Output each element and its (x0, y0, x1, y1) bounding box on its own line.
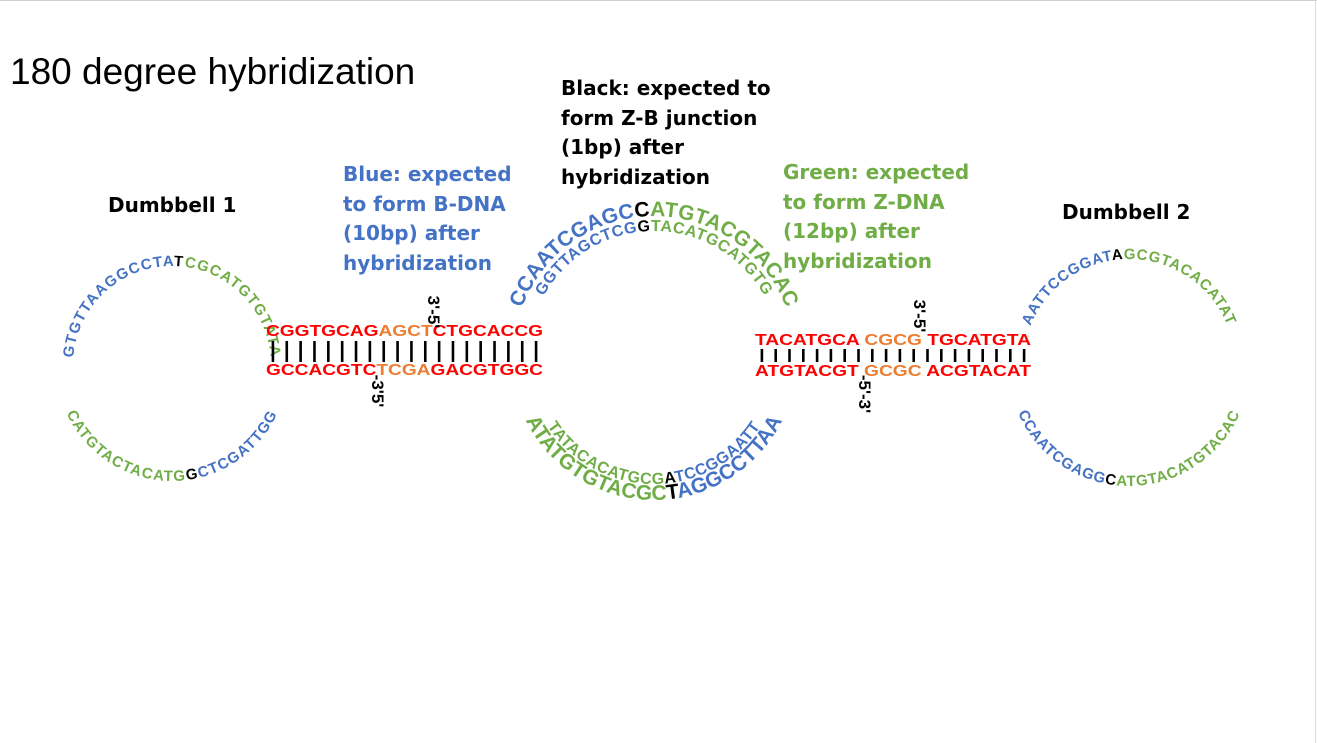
page-title: 180 degree hybridization (10, 51, 416, 92)
base-segment: ATGTACGT (755, 363, 859, 380)
dumbbell-1-label: Dumbbell 1 (108, 193, 237, 217)
blue-note-line: (10bp) after (343, 221, 480, 245)
loop-sequence-path: CATGTACTACATGGCTCGATTGG (63, 407, 282, 485)
base-segment: CGCATGTGTATA (183, 254, 283, 359)
base-segment: AGGCCTTAA (675, 411, 787, 503)
base-segment: GACGTGGC (430, 362, 543, 379)
base-segment: GCCACGTC (266, 362, 377, 379)
right-border (1315, 0, 1316, 743)
base-segment: A (1111, 246, 1124, 264)
nick-label-1-bottom: -3'5' (368, 375, 387, 408)
loop-sequence-loop3-bottom: CCAATCGAGGCATGTACATGTACAC (1014, 407, 1244, 490)
base-segment: A (663, 469, 677, 487)
green-note-line: hybridization (783, 248, 933, 273)
blue-note-line: to form B-DNA (343, 191, 506, 216)
nick-label-2-bottom: -5'-3' (855, 375, 874, 413)
green-note-line: Green: expected (783, 160, 970, 184)
base-segment: ATGTACATGTACAC (1116, 407, 1244, 490)
stem2-bottom-strand: ATGTACGT GCGC ACGTACAT (755, 363, 1031, 380)
green-note: Green: expected to form Z-DNA (12bp) aft… (783, 158, 969, 276)
stem2-top-strand: TACATGCA CGCG TGCATGTA (755, 332, 1032, 349)
base-segment: G (637, 218, 651, 236)
nick-label-2-top: 3'-5' (910, 300, 929, 333)
base-segment: C (633, 198, 650, 222)
base-segment: CATGTACTACATG (63, 407, 187, 485)
base-segment: CGCG (859, 332, 927, 349)
base-segment: CGGTGCAG (266, 323, 379, 340)
blue-note-line: Blue: expected (343, 162, 512, 186)
base-segment: GTGTTAAGGCCTA (60, 253, 174, 359)
base-segment: GCGTACACATAT (1124, 246, 1240, 328)
base-segment: CCAATCGAGG (1014, 407, 1108, 487)
nick-label-1-top: 3'-5' (424, 296, 443, 329)
black-note-line: form Z-B junction (561, 105, 758, 130)
green-note-line: (12bp) after (783, 219, 920, 243)
base-segment: GCGC (859, 363, 927, 380)
base-segment: G (184, 465, 200, 484)
loop-sequence-loop1-top: GTGTTAAGGCCTATCGCATGTGTATA (60, 253, 284, 359)
base-segment: AGCT (379, 323, 433, 340)
black-note-line: Black: expected to (561, 76, 771, 100)
blue-note: Blue: expected to form B-DNA (10bp) afte… (343, 160, 512, 278)
base-segment: CTGCACCG (433, 323, 543, 340)
top-border (0, 0, 1317, 1)
base-segment: C (1104, 471, 1118, 490)
base-segment: T (173, 253, 185, 271)
loop-sequence-path: CCAATCGAGGCATGTACATGTACAC (1014, 407, 1244, 490)
base-segment: TACATGCA (755, 332, 860, 349)
green-note-line: to form Z-DNA (783, 189, 945, 214)
black-note: Black: expected to form Z-B junction (1b… (561, 74, 771, 192)
base-segment: TGCATGTA (927, 332, 1031, 349)
base-segment: CTCGATTGG (196, 407, 282, 481)
loop-sequence-loop3-top: AATTCCGGATAGCGTACACATAT (1018, 246, 1239, 328)
base-segment: AATTCCGGAT (1018, 247, 1113, 327)
black-note-line: (1bp) after (561, 135, 684, 159)
loop-sequence-path: AATTCCGGATAGCGTACACATAT (1018, 246, 1240, 328)
black-note-line: hybridization (561, 164, 711, 189)
dumbbell-2-label: Dumbbell 2 (1062, 200, 1191, 224)
loop-sequence-path: GTGTTAAGGCCTATCGCATGTGTATA (60, 253, 283, 359)
loop-sequence-loop1-bottom: CATGTACTACATGGCTCGATTGG (63, 407, 281, 485)
blue-note-line: hybridization (343, 250, 493, 275)
base-segment: ACGTACAT (926, 363, 1031, 380)
base-segment: T (665, 480, 681, 505)
base-segment: TCGA (376, 362, 431, 379)
